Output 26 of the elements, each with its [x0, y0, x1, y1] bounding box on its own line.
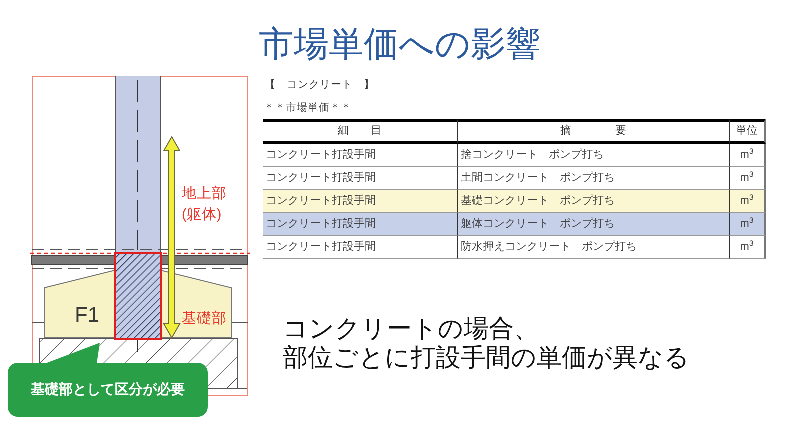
hatched-column-section [114, 252, 162, 340]
table-header-cell: 単位 [730, 119, 766, 144]
table-cell: m$^{3}$ [730, 190, 766, 213]
table-cell: m$^{3}$ [730, 236, 766, 259]
table-cell: m$^{3}$ [730, 167, 766, 190]
note-text: コンクリートの場合、部位ごとに打設手間の単価が異なる [283, 315, 691, 373]
table-header-cell: 摘 要 [458, 119, 730, 144]
title: 市場単価への影響 [259, 25, 541, 65]
table-cell: 防水押えコンクリート ポンプ打ち [458, 236, 730, 259]
table-cell: 捨コンクリート ポンプ打ち [458, 144, 730, 167]
table-caption: ＊＊市場単価＊＊ [264, 101, 352, 115]
annotation-label: 基礎部 [182, 310, 227, 329]
table-cell: m$^{3}$ [730, 213, 766, 236]
table-cell: コンクリート打設手間 [263, 213, 458, 236]
annotation-label: 地上部(躯体) [182, 184, 228, 225]
table-cell: m$^{3}$ [730, 144, 766, 167]
table-cell: コンクリート打設手間 [263, 190, 458, 213]
table-cell: 土間コンクリート ポンプ打ち [458, 167, 730, 190]
table-cell: 躯体コンクリート ポンプ打ち [458, 213, 730, 236]
table-header-cell: 細 目 [263, 119, 458, 144]
table-cell: 基礎コンクリート ポンプ打ち [458, 190, 730, 213]
table-cell: コンクリート打設手間 [263, 236, 458, 259]
callout-bubble: 基礎部として区分が必要 [8, 343, 208, 417]
table-cell: コンクリート打設手間 [263, 144, 458, 167]
table-caption: 【 コンクリート 】 [265, 78, 375, 92]
table-cell: コンクリート打設手間 [263, 167, 458, 190]
